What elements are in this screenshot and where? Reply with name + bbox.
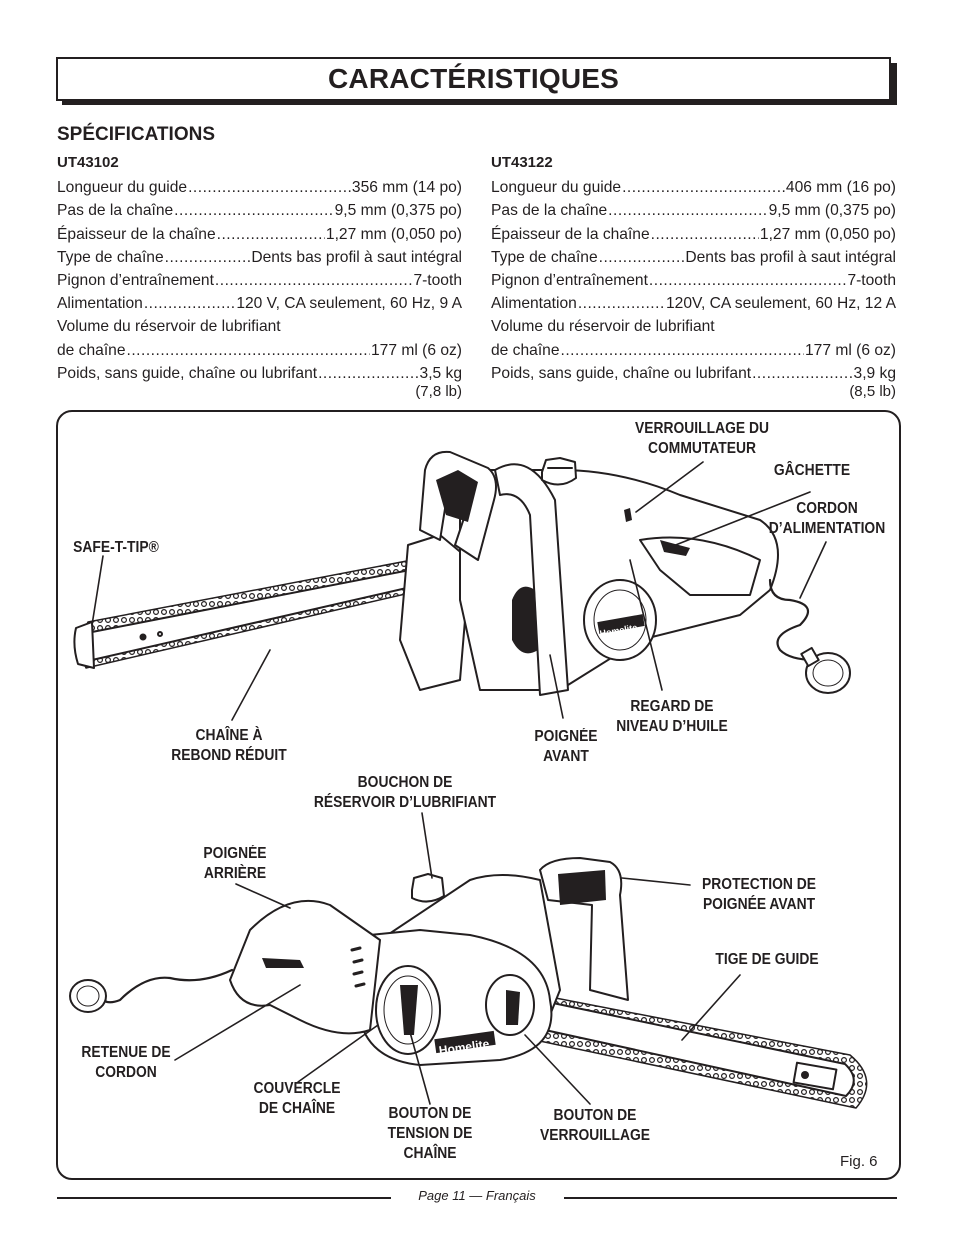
spec-label: Poids, sans guide, chaîne ou lubrifant	[491, 364, 752, 382]
callout-guide-bar: TIGE DE GUIDE	[715, 951, 819, 968]
spec-label: Volume du réservoir de lubrifiant	[491, 318, 715, 336]
spec-column-ut43102: UT43102 Longueur du guide356 mm (14 po) …	[57, 151, 462, 402]
bottom-chainsaw-drawing	[69, 857, 868, 1109]
callout-trigger: GÂCHETTE	[773, 462, 851, 479]
callout-tension-knob: BOUTON DE TENSION DE CHAÎNE	[387, 1105, 473, 1162]
figure-number: Fig. 6	[840, 1153, 878, 1170]
spec-value: 3,9 kg	[853, 364, 896, 382]
footer-rule-right	[564, 1197, 897, 1199]
spec-value: Dents bas profil à saut intégral	[685, 248, 896, 266]
callout-oil-sight: REGARD DE NIVEAU D’HUILE	[616, 698, 728, 735]
spec-row: Alimentation 120V, CA seulement, 60 Hz, 1…	[491, 292, 896, 315]
spec-value: 406 mm (16 po)	[785, 179, 896, 197]
model-number: UT43102	[57, 154, 119, 171]
spec-row: de chaîne 177 ml (6 oz)	[57, 339, 462, 362]
callout-switch-lock: VERROUILLAGE DU COMMUTATEUR	[635, 420, 769, 457]
spec-label: Type de chaîne	[491, 248, 598, 266]
spec-label: Épaisseur de la chaîne	[57, 225, 216, 243]
spec-row: Épaisseur de la chaîne 1,27 mm (0,050 po)	[57, 223, 462, 246]
spec-value: 120V, CA seulement, 60 Hz, 12 A	[665, 295, 896, 313]
callout-lock-knob: BOUTON DE VERROUILLAGE	[539, 1107, 651, 1144]
spec-row: Type de chaîne Dents bas profil à saut in…	[57, 246, 462, 269]
spec-row: Pas de la chaîne 9,5 mm (0,375 po)	[57, 199, 462, 222]
spec-row: Longueur du guide 406 mm (16 po)	[491, 176, 896, 199]
spec-row: Épaisseur de la chaîne 1,27 mm (0,050 po)	[491, 223, 896, 246]
spec-label: de chaîne	[491, 341, 560, 359]
spec-row: Pignon d’entraînement 7-tooth	[491, 269, 896, 292]
model-number: UT43122	[491, 154, 553, 171]
page-title: CARACTÉRISTIQUES	[328, 63, 619, 94]
spec-label: de chaîne	[57, 341, 126, 359]
spec-value: 7-tooth	[413, 272, 462, 290]
callout-power-cord: CORDON D’ALIMENTATION	[768, 500, 886, 537]
spec-row: Pas de la chaîne 9,5 mm (0,375 po)	[491, 199, 896, 222]
callout-front-handle: POIGNÉE AVANT	[534, 728, 598, 765]
spec-label: Alimentation	[57, 295, 143, 313]
title-banner: CARACTÉRISTIQUES	[56, 57, 891, 101]
spec-label: Épaisseur de la chaîne	[491, 225, 650, 243]
spec-value: Dents bas profil à saut intégral	[251, 248, 462, 266]
spec-label: Poids, sans guide, chaîne ou lubrifant	[57, 364, 318, 382]
spec-row: Type de chaîne Dents bas profil à saut in…	[491, 246, 896, 269]
spec-label: Alimentation	[491, 295, 577, 313]
spec-value: 356 mm (14 po)	[351, 179, 462, 197]
page-footer: Page 11 — Français	[418, 1188, 536, 1203]
spec-value: 177 ml (6 oz)	[805, 341, 896, 359]
top-chainsaw-drawing	[73, 450, 851, 696]
callout-oil-cap: BOUCHON DE RÉSERVOIR D’LUBRIFIANT	[313, 774, 497, 811]
spec-row: Poids, sans guide, chaîne ou lubrifant 3,…	[491, 362, 896, 385]
callout-rear-handle: POIGNÉE ARRIÈRE	[203, 845, 267, 882]
spec-value: 1,27 mm (0,050 po)	[759, 225, 896, 243]
callout-leader-lines	[91, 461, 827, 1105]
spec-value-continued: (7,8 lb)	[415, 383, 462, 401]
spec-value: 9,5 mm (0,375 po)	[334, 202, 462, 220]
spec-value: 120 V, CA seulement, 60 Hz, 9 A	[236, 295, 462, 313]
spec-row: Poids, sans guide, chaîne ou lubrifant 3,…	[57, 362, 462, 385]
spec-label: Pignon d’entraînement	[491, 272, 648, 290]
callout-cord-retainer: RETENUE DE CORDON	[81, 1044, 171, 1081]
spec-label: Volume du réservoir de lubrifiant	[57, 318, 281, 336]
footer-rule-left	[57, 1197, 391, 1199]
spec-label: Pas de la chaîne	[57, 202, 174, 220]
spec-value: 1,27 mm (0,050 po)	[325, 225, 462, 243]
spec-value: 3,5 kg	[419, 364, 462, 382]
spec-row: de chaîne 177 ml (6 oz)	[491, 339, 896, 362]
spec-row: Alimentation 120 V, CA seulement, 60 Hz, …	[57, 292, 462, 315]
spec-label: Longueur du guide	[57, 179, 188, 197]
spec-row: Longueur du guide 356 mm (14 po)	[57, 176, 462, 199]
callout-safe-t-tip: SAFE-T-TIP®	[73, 539, 159, 556]
spec-value: 9,5 mm (0,375 po)	[768, 202, 896, 220]
callout-chain-cover: COUVERCLE DE CHAÎNE	[253, 1080, 341, 1117]
spec-value-continued: (8,5 lb)	[849, 383, 896, 401]
spec-label: Longueur du guide	[491, 179, 622, 197]
spec-column-ut43122: UT43122 Longueur du guide406 mm (16 po) …	[491, 151, 896, 402]
spec-label: Pas de la chaîne	[491, 202, 608, 220]
spec-label: Pignon d’entraînement	[57, 272, 214, 290]
spec-label: Type de chaîne	[57, 248, 164, 266]
section-heading: SPÉCIFICATIONS	[57, 124, 215, 145]
spec-value: 7-tooth	[847, 272, 896, 290]
figure-frame	[56, 410, 901, 1180]
spec-row: Pignon d’entraînement 7-tooth	[57, 269, 462, 292]
callout-hand-guard: PROTECTION DE POIGNÉE AVANT	[702, 876, 816, 913]
callout-low-kickback-chain: CHAÎNE À REBOND RÉDUIT	[171, 727, 287, 764]
spec-value: 177 ml (6 oz)	[371, 341, 462, 359]
